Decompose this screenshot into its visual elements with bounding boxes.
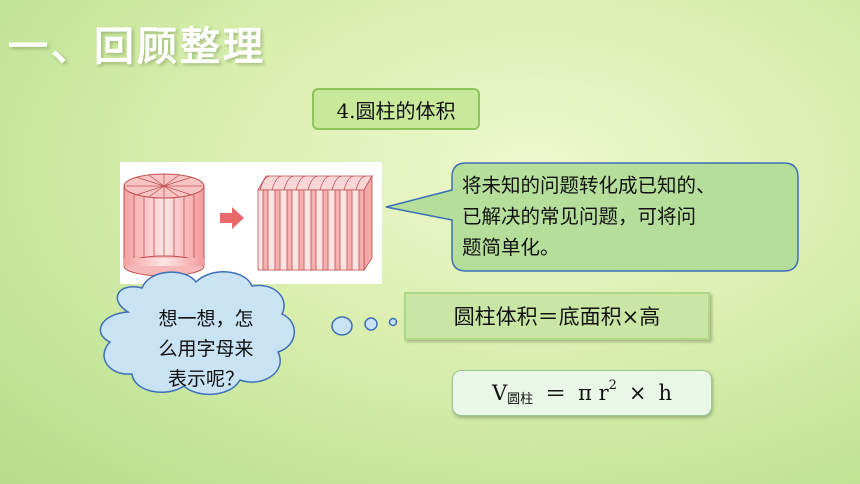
speech-line: 题简单化。 xyxy=(462,236,560,259)
speech-line: 将未知的问题转化成已知的、 xyxy=(462,174,716,197)
volume-formula-symbols: V 圆柱 ＝ π r 2 × h xyxy=(452,370,712,416)
cylinder-icon xyxy=(123,173,205,277)
symbol-h: h xyxy=(658,381,673,405)
thought-dot-small xyxy=(388,317,398,327)
thought-bubble-text: 想一想，怎 么用字母来 表示呢？ xyxy=(138,304,274,394)
thought-line: 表示呢？ xyxy=(167,368,244,390)
volume-formula-words: 圆柱体积＝底面积×高 xyxy=(404,292,710,340)
rearranged-prism-icon xyxy=(257,174,373,272)
thought-line: 想一想，怎 xyxy=(158,308,254,330)
topic-label: 4.圆柱的体积 xyxy=(312,88,480,130)
cylinder-transform-illustration xyxy=(120,162,382,284)
thought-line: 么用字母来 xyxy=(158,338,254,360)
symbol-v-subscript: 圆柱 xyxy=(507,391,534,407)
symbol-pi-r: π r xyxy=(578,381,609,405)
thought-dot-medium xyxy=(364,317,378,331)
symbol-equals: ＝ xyxy=(545,382,567,406)
symbol-v: V xyxy=(491,381,508,405)
symbol-times: × xyxy=(628,381,647,405)
section-heading: 一、回顾整理 xyxy=(8,24,266,70)
symbol-exponent: 2 xyxy=(608,377,617,393)
arrow-right-icon xyxy=(220,207,244,229)
speech-bubble-text: 将未知的问题转化成已知的、 已解决的常见问题，可将问 题简单化。 xyxy=(462,170,792,263)
speech-line: 已解决的常见问题，可将问 xyxy=(462,205,697,228)
thought-dot-large xyxy=(331,316,353,336)
